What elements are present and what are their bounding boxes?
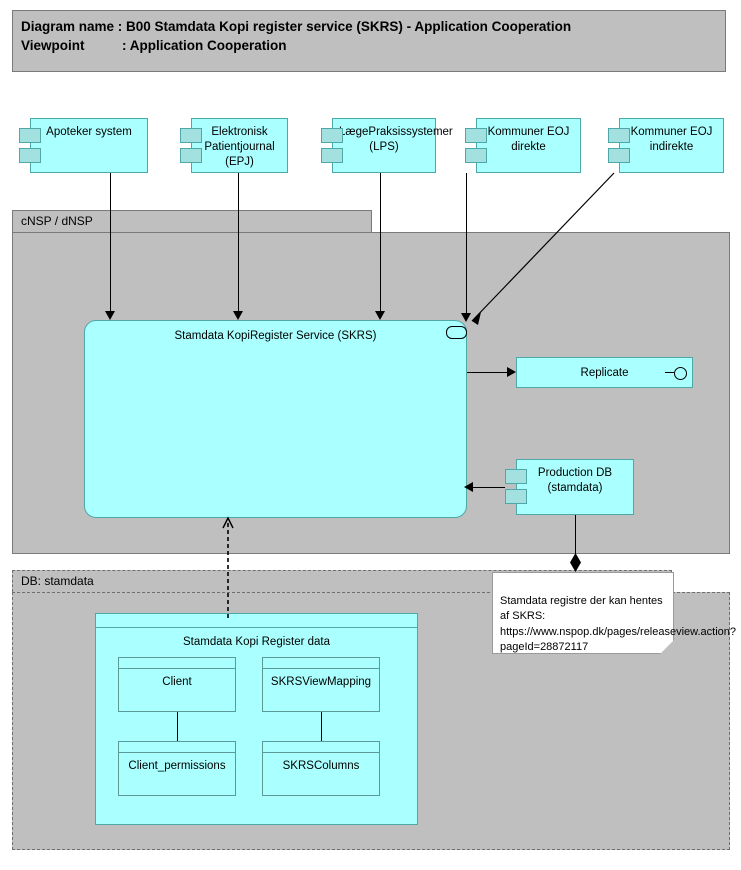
data-object-header-strip <box>119 658 235 669</box>
data-object-skrscolumns[interactable]: SKRSColumns <box>262 741 380 796</box>
component-label: Kommuner EOJ direkte <box>487 126 570 153</box>
component-icon-tab-upper <box>19 128 41 143</box>
component-icon-tab-lower <box>180 148 202 163</box>
provided-interface-icon <box>674 367 687 380</box>
component-label: Kommuner EOJ indirekte <box>630 126 713 153</box>
connector-epj-to-skrs <box>238 173 239 311</box>
component-icon-tab-upper <box>505 469 527 484</box>
diagram-name-line: Diagram name : B00 Stamdata Kopi registe… <box>21 19 572 34</box>
component-icon-tab-upper <box>465 128 487 143</box>
component-icon-tab-lower <box>505 489 527 504</box>
component-apoteker-system[interactable]: Apoteker system <box>30 118 148 173</box>
component-elektronisk-patientjournal[interactable]: Elektronisk Patientjournal (EPJ) <box>191 118 288 173</box>
component-label: Apoteker system <box>46 126 132 138</box>
component-icon-tab-lower <box>465 148 487 163</box>
arrowhead-productiondb-to-skrs <box>464 482 473 492</box>
package-header-strip <box>96 614 417 628</box>
note-text: Stamdata registre der kan hentes af SKRS… <box>500 594 737 654</box>
service-label: Stamdata KopiRegister Service (SKRS) <box>174 330 377 342</box>
arrowhead-eoj-direkte-to-skrs <box>461 313 471 322</box>
data-object-skrsviewmapping[interactable]: SKRSViewMapping <box>262 657 380 712</box>
data-object-label: Client_permissions <box>128 760 226 772</box>
data-object-label: SKRSColumns <box>282 760 360 772</box>
data-object-header-strip <box>263 742 379 753</box>
application-interface-replicate[interactable]: Replicate <box>516 357 693 388</box>
arrowhead-skrs-to-replicate <box>507 367 516 377</box>
connector-apoteker-to-skrs <box>110 173 111 311</box>
package-label: Stamdata Kopi Register data <box>182 636 331 648</box>
component-label: LægePraksissystemer (LPS) <box>339 126 453 153</box>
component-icon-tab-upper <box>321 128 343 143</box>
component-icon-tab-lower <box>19 148 41 163</box>
data-object-client[interactable]: Client <box>118 657 236 712</box>
data-object-header-strip <box>263 658 379 669</box>
component-label: Production DB (stamdata) <box>537 467 613 494</box>
group-tab-cnsp-dnsp: cNSP / dNSP <box>12 210 372 232</box>
replicate-label: Replicate <box>580 367 629 379</box>
data-object-client-permissions[interactable]: Client_permissions <box>118 741 236 796</box>
application-service-skrs[interactable]: Stamdata KopiRegister Service (SKRS) <box>84 320 467 518</box>
data-object-label: Client <box>162 676 192 688</box>
arrowhead-apoteker-to-skrs <box>105 311 115 320</box>
component-icon-tab-lower <box>321 148 343 163</box>
component-kommuner-eoj-direkte[interactable]: Kommuner EOJ direkte <box>476 118 581 173</box>
arrowhead-lps-to-skrs <box>375 311 385 320</box>
component-icon-tab-lower <box>608 148 630 163</box>
data-object-header-strip <box>119 742 235 753</box>
connector-client-to-permissions <box>177 712 178 741</box>
connector-eoj-direkte-to-skrs <box>466 173 467 315</box>
component-production-db[interactable]: Production DB (stamdata) <box>516 459 634 515</box>
component-icon-tab-upper <box>608 128 630 143</box>
viewpoint-line: Viewpoint : Application Cooperation <box>21 38 287 53</box>
provided-interface-icon-stick <box>665 372 674 373</box>
component-laegepraksissystemer[interactable]: LægePraksissystemer (LPS) <box>332 118 453 173</box>
data-object-label: SKRSViewMapping <box>270 676 372 688</box>
connector-lps-to-skrs <box>380 173 381 311</box>
connector-viewmapping-to-columns <box>321 712 322 741</box>
connector-productiondb-to-skrs <box>473 487 505 488</box>
arrowhead-epj-to-skrs <box>233 311 243 320</box>
component-label: Elektronisk Patientjournal (EPJ) <box>204 126 275 168</box>
composition-diamond <box>570 553 581 572</box>
application-service-icon <box>446 326 467 339</box>
component-icon-tab-upper <box>180 128 202 143</box>
note-stamdata-registre: Stamdata registre der kan hentes af SKRS… <box>492 572 736 654</box>
connector-skrs-to-replicate <box>467 372 507 373</box>
component-kommuner-eoj-indirekte[interactable]: Kommuner EOJ indirekte <box>619 118 724 173</box>
diagram-title-box: Diagram name : B00 Stamdata Kopi registe… <box>12 10 726 72</box>
note-fold-corner <box>660 640 674 654</box>
connector-productiondb-to-note <box>575 515 576 557</box>
